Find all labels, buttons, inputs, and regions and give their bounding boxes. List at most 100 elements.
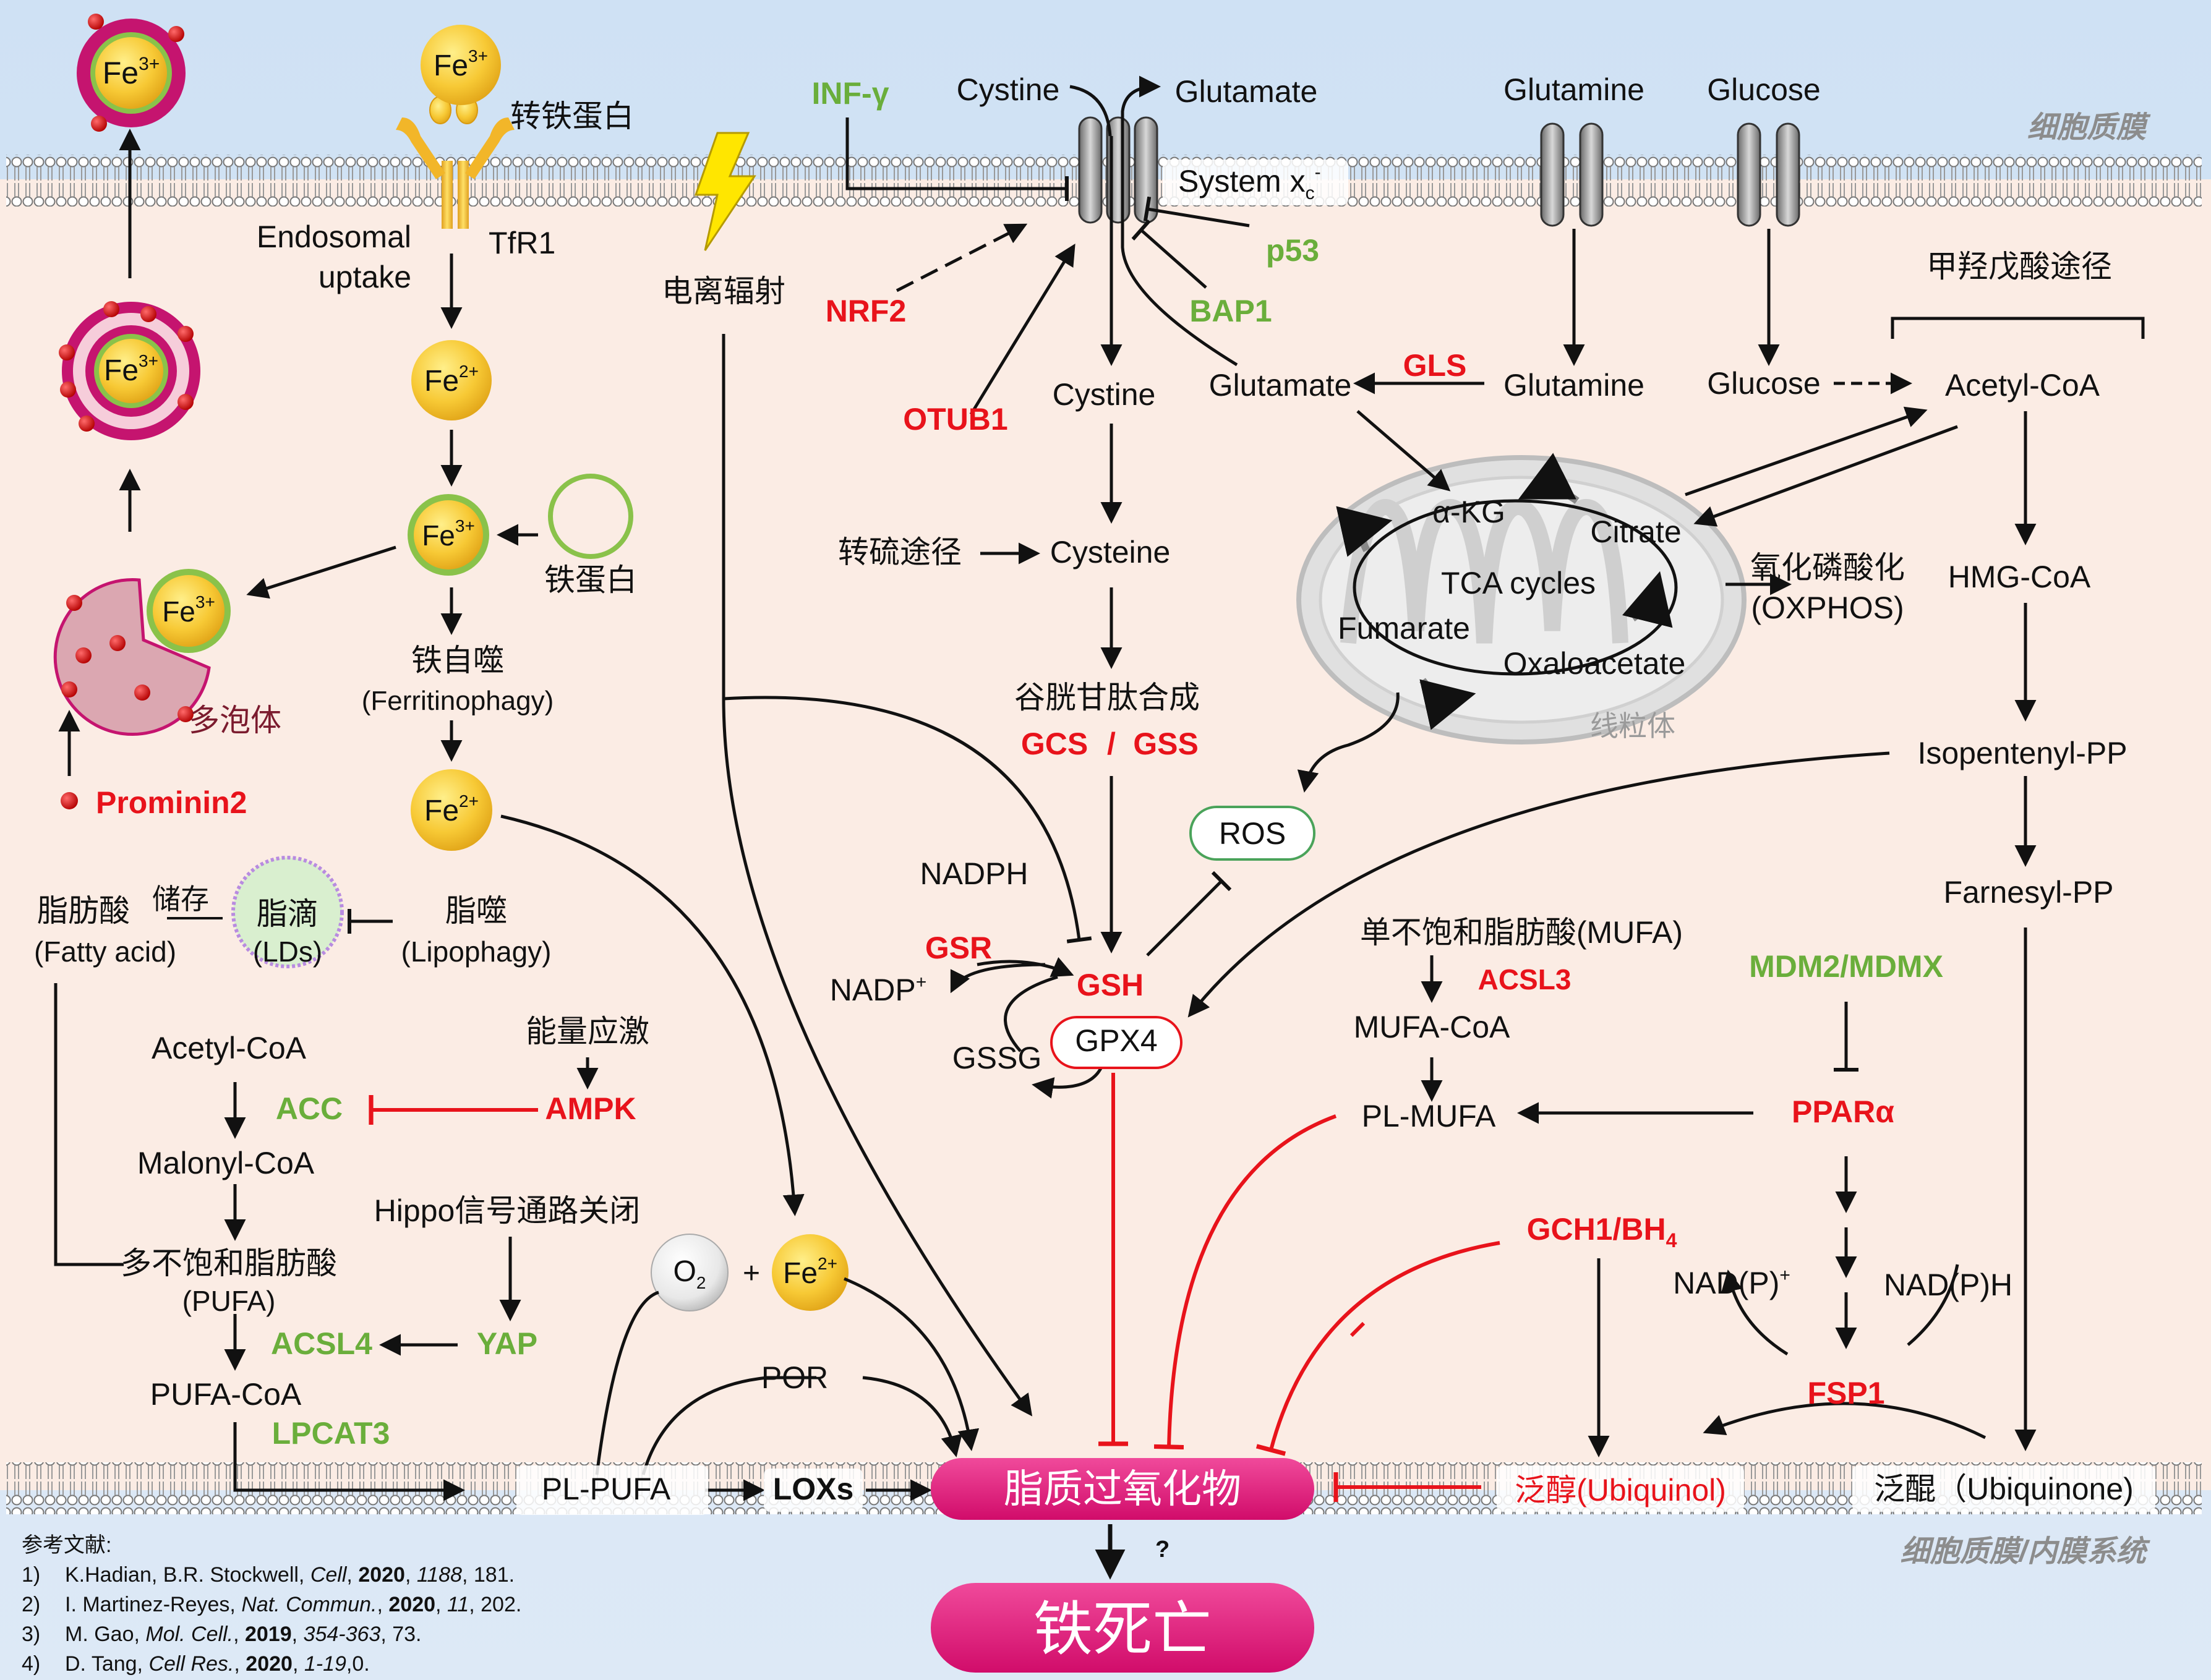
reference-text: M. Gao, Mol. Cell., 2019, 354-363, 73. bbox=[65, 1622, 421, 1646]
arrow-nadph-nadp bbox=[950, 963, 1046, 994]
membrane-label-bottom: 细胞质膜/内膜系统 bbox=[1901, 1535, 2150, 1568]
ampk-label: AMPK bbox=[545, 1091, 636, 1126]
reference-text: K.Hadian, B.R. Stockwell, Cell, 2020, 11… bbox=[65, 1563, 515, 1587]
oxphos-label-2: (OXPHOS) bbox=[1751, 591, 1904, 625]
references-title: 参考文献: bbox=[22, 1533, 111, 1557]
arrow-por-peroxide bbox=[862, 1376, 962, 1457]
ferritin-label: 铁蛋白 bbox=[544, 563, 637, 597]
citrate-label: Citrate bbox=[1590, 514, 1681, 549]
inhibit-radiation-gsh bbox=[723, 696, 1092, 944]
fe3-transferrin bbox=[421, 25, 501, 105]
gsh-label: GSH bbox=[1077, 968, 1144, 1002]
inhibit-bap1-xc bbox=[1131, 220, 1207, 289]
reference-2: 2) I. Martinez-Reyes, Nat. Commun., 2020… bbox=[22, 1593, 521, 1616]
lipophagy-label: 脂噬 bbox=[445, 893, 507, 928]
reference-text: D. Tang, Cell Res., 2020, 1-19,0. bbox=[65, 1652, 370, 1676]
ferroptosis-pill bbox=[931, 1583, 1314, 1673]
multivesicular-body bbox=[53, 569, 231, 736]
tca-label: TCA cycles bbox=[1441, 566, 1596, 600]
nadp-label: NADP+ bbox=[830, 972, 926, 1007]
tca-cycle-ring bbox=[1353, 499, 1678, 676]
plmufa-label: PL-MUFA bbox=[1362, 1099, 1496, 1133]
arrow-fe3-mvb bbox=[246, 545, 396, 599]
fatty-acid-label: 脂肪酸 bbox=[37, 893, 130, 928]
reference-4: 4) D. Tang, Cell Res., 2020, 1-19,0. bbox=[22, 1652, 370, 1676]
fsp1-label: FSP1 bbox=[1807, 1376, 1884, 1410]
por-label: POR bbox=[761, 1360, 828, 1395]
pufa-label: 多不饱和脂肪酸 bbox=[121, 1246, 337, 1281]
gcs-gss-slash: / bbox=[1107, 727, 1116, 761]
lipid-peroxide-label: 脂质过氧化物 bbox=[1004, 1467, 1241, 1511]
inhibit-p53-xc bbox=[1143, 196, 1250, 228]
fe3-exported bbox=[77, 14, 186, 132]
reference-text: I. Martinez-Reyes, Nat. Commun., 2020, 1… bbox=[65, 1593, 521, 1616]
tca-arrow-4 bbox=[1622, 571, 1673, 628]
fe3-transferrin-label: Fe3+ bbox=[434, 46, 488, 82]
plasma-membrane-top bbox=[6, 155, 2202, 207]
fe2-fenton-label: Fe2+ bbox=[783, 1254, 837, 1290]
oxygen-molecule bbox=[651, 1234, 729, 1311]
endosomal-label-2: uptake bbox=[319, 260, 411, 294]
oxaloacetate-label: Oxaloacetate bbox=[1503, 646, 1686, 681]
mufa-label: 单不饱和脂肪酸(MUFA) bbox=[1360, 915, 1683, 950]
plpufa-o2-curve bbox=[595, 1290, 659, 1475]
glutamine-out-label: Glutamine bbox=[1503, 72, 1644, 107]
reference-number: 4) bbox=[22, 1652, 40, 1676]
cystine-in-curve bbox=[1069, 85, 1112, 137]
mufacoa-label: MUFA-CoA bbox=[1354, 1010, 1510, 1044]
glutamate-out-label: Glutamate bbox=[1175, 74, 1318, 109]
prominin2-dot bbox=[61, 792, 78, 809]
lipophagy-en-label: (Lipophagy) bbox=[401, 936, 552, 968]
cytoplasm bbox=[0, 179, 2211, 1490]
reference-1: 1) K.Hadian, B.R. Stockwell, Cell, 2020,… bbox=[22, 1563, 515, 1587]
gls-label: GLS bbox=[1403, 348, 1467, 383]
ferroptosis-label: 铁死亡 bbox=[1033, 1597, 1212, 1663]
fpp-label: Farnesyl-PP bbox=[1943, 875, 2113, 910]
reference-number: 1) bbox=[22, 1563, 40, 1587]
arrow-pufacoa-plpufa bbox=[233, 1422, 465, 1501]
nadp-fsp1-label: NAD(P)+ bbox=[1673, 1265, 1790, 1300]
transsulfuration-label: 转硫途径 bbox=[838, 535, 962, 569]
energy-stress-label: 能量应激 bbox=[526, 1014, 649, 1049]
mva-acetylcoa-label: Acetyl-CoA bbox=[1945, 368, 2100, 403]
nadph-label: NADPH bbox=[920, 856, 1028, 891]
inhibit-gch1-tick bbox=[1349, 1321, 1366, 1337]
glutamate-in-label: Glutamate bbox=[1209, 368, 1352, 403]
inhibit-gsh-ros bbox=[1146, 871, 1232, 957]
fe2-free bbox=[411, 769, 492, 851]
loxs-label: LOXs bbox=[773, 1472, 854, 1506]
arrow-mito-ros bbox=[1297, 692, 1400, 793]
references: 参考文献: 1) K.Hadian, B.R. Stockwell, Cell,… bbox=[22, 1533, 521, 1676]
lipid-acetylcoa-label: Acetyl-CoA bbox=[152, 1031, 307, 1065]
arrow-nadph-gsh bbox=[977, 957, 1074, 978]
arrow-nrf2-xc bbox=[896, 223, 1028, 292]
store-label: 储存 bbox=[152, 883, 209, 915]
glutamine-transporter bbox=[1540, 122, 1604, 227]
ferritin-shell bbox=[548, 474, 633, 559]
ipp-label: Isopentenyl-PP bbox=[1917, 736, 2127, 770]
tca-arrow-3 bbox=[1419, 678, 1476, 730]
plus-sign: + bbox=[743, 1257, 760, 1290]
cysteine-label: Cysteine bbox=[1050, 535, 1171, 569]
ppara-label: PPARα bbox=[1792, 1094, 1894, 1129]
oxphos-label-1: 氧化磷酸化 bbox=[1750, 550, 1905, 585]
gcs-label: GCS bbox=[1021, 727, 1088, 761]
glucose-in-label: Glucose bbox=[1707, 366, 1820, 401]
akg-label: α-KG bbox=[1432, 495, 1505, 529]
nrf2-label: NRF2 bbox=[826, 294, 907, 328]
pufa-en-label: (PUFA) bbox=[182, 1285, 276, 1317]
plpufa-box bbox=[516, 1465, 708, 1515]
ros-label: ROS bbox=[1219, 816, 1286, 851]
reference-3: 3) M. Gao, Mol. Cell., 2019, 354-363, 73… bbox=[22, 1622, 421, 1646]
malonylcoa-label: Malonyl-CoA bbox=[137, 1146, 315, 1180]
loxs-box bbox=[764, 1469, 863, 1512]
arrow-citrate-acetylcoa bbox=[1685, 406, 1928, 497]
ferritinophagy-en-label: (Ferritinophagy) bbox=[362, 686, 554, 716]
reference-number: 2) bbox=[22, 1593, 40, 1616]
lipid-droplet bbox=[231, 856, 344, 968]
cystine-in-label: Cystine bbox=[1053, 377, 1156, 412]
arrow-radiation-peroxide bbox=[722, 334, 1033, 1417]
fe3-mvb-label: Fe3+ bbox=[162, 592, 215, 628]
arrow-ubiquinone-ubiquinol bbox=[1703, 1402, 1986, 1439]
